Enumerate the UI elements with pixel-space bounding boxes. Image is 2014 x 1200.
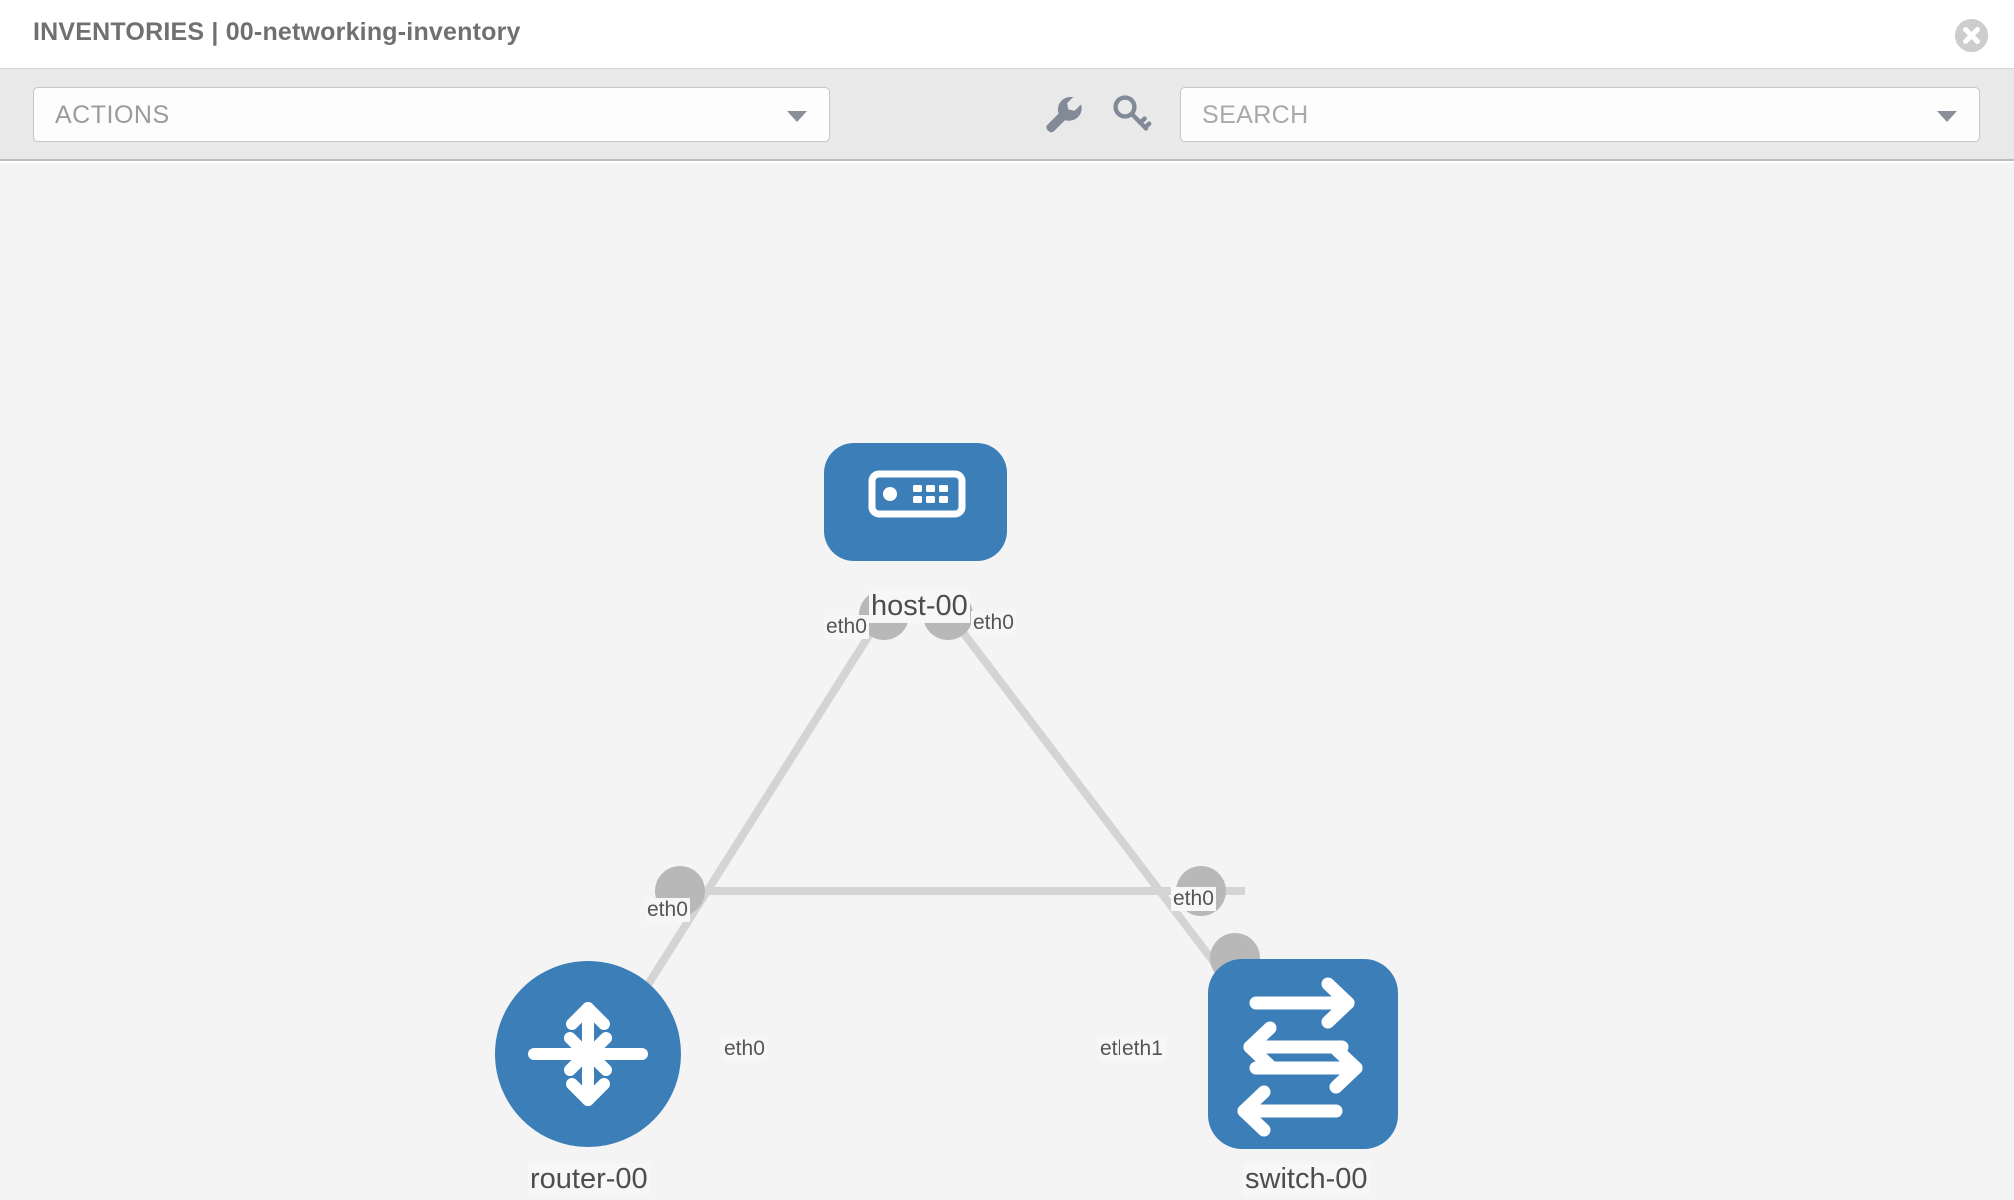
link-host-router: [626, 615, 884, 1016]
chevron-down-icon[interactable]: [1937, 110, 1957, 122]
key-icon[interactable]: [1108, 91, 1154, 137]
node-host-00: [824, 443, 1007, 561]
link-host-switch: [948, 615, 1249, 1006]
switch-arrows-icon: [1237, 977, 1363, 1137]
page-title: INVENTORIES | 00-networking-inventory: [33, 18, 521, 46]
actions-dropdown[interactable]: ACTIONS: [33, 87, 830, 142]
search-placeholder: SEARCH: [1202, 101, 1309, 129]
chevron-down-icon: [787, 110, 807, 122]
edge-label-router-switch-source: eth0: [722, 1037, 767, 1061]
edge-label-host-router-source: eth0: [824, 615, 869, 639]
toolbar: ACTIONS SEARCH: [0, 69, 2014, 161]
node-switch-00: [1208, 959, 1398, 1149]
topology-graph: [495, 443, 1398, 1149]
actions-dropdown-label: ACTIONS: [55, 101, 170, 129]
node-label-host-00: host-00: [869, 590, 970, 623]
topology-canvas[interactable]: host-00 router-00 switch-00 eth0 eth0 et…: [0, 163, 2014, 1200]
node-router-00: [495, 961, 681, 1147]
topology-links: [626, 615, 1249, 1016]
close-icon[interactable]: [1955, 19, 1988, 52]
edge-label-router-host-target: eth0: [645, 898, 690, 922]
edge-label-switch-host-target: eth0: [1171, 887, 1216, 911]
page-header: INVENTORIES | 00-networking-inventory: [0, 0, 2014, 69]
topology-connectors: [655, 590, 1260, 983]
router-arrows-icon: [528, 1002, 648, 1106]
node-label-switch-00: switch-00: [1243, 1163, 1370, 1196]
edge-label-router-switch-target: eth1: [1120, 1037, 1165, 1061]
edge-label-host-switch-source: eth0: [971, 611, 1016, 635]
search-input[interactable]: SEARCH: [1180, 87, 1980, 142]
server-icon: [868, 470, 966, 518]
node-label-router-00: router-00: [528, 1163, 650, 1196]
wrench-icon[interactable]: [1040, 91, 1086, 137]
